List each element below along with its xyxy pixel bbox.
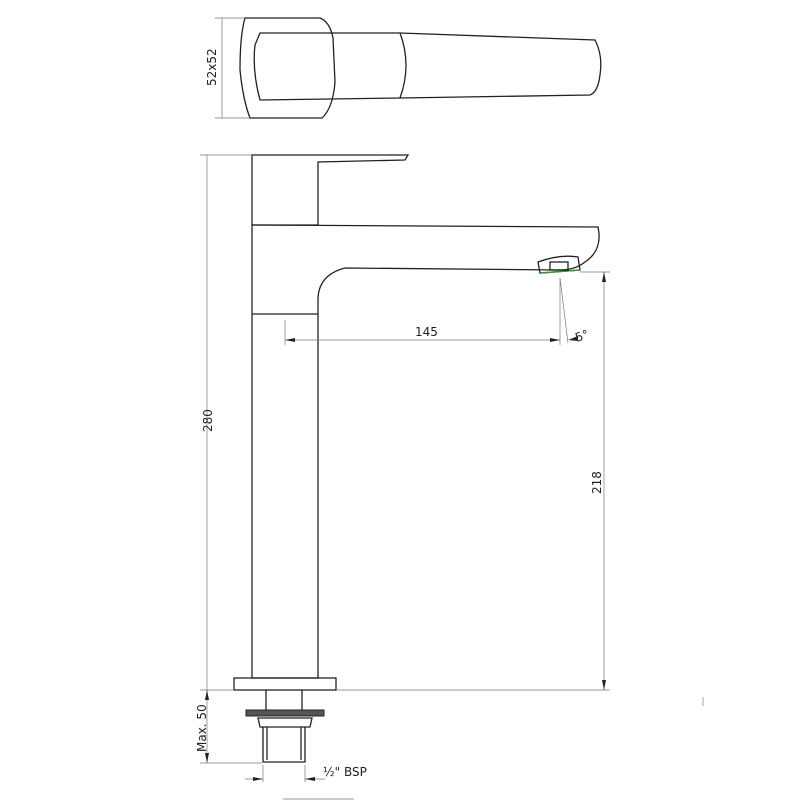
dimension-max-thickness: Max. 50	[195, 690, 262, 764]
dimension-spout-angle: 5°	[559, 277, 591, 345]
dimension-connection: ½" BSP	[245, 765, 367, 800]
handle-top-view	[239, 17, 602, 119]
spout-height-label: 218	[590, 471, 604, 494]
dimension-spout-height: 218	[336, 271, 610, 691]
connection-label: ½" BSP	[323, 765, 367, 779]
dimension-total-height: 280	[200, 154, 252, 691]
spout-reach-label: 145	[415, 325, 438, 339]
aerator	[537, 255, 581, 274]
faucet-side-view	[233, 154, 600, 763]
dimension-handle-size: 52x52	[205, 17, 250, 119]
spout-angle-label: 5°	[573, 327, 591, 345]
dimension-spout-reach: 145	[284, 320, 560, 345]
total-height-label: 280	[201, 409, 215, 432]
max-thickness-label: Max. 50	[195, 704, 209, 752]
handle-size-label: 52x52	[205, 48, 219, 86]
